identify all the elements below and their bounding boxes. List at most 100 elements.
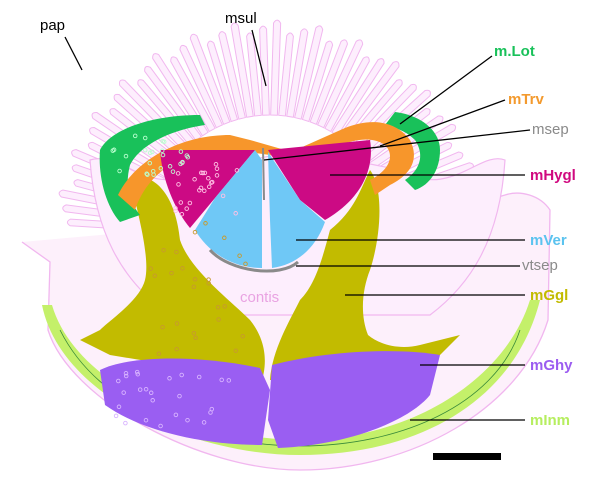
papilla: [179, 44, 224, 129]
fiber-dot: [184, 153, 190, 158]
fiber-dot: [233, 348, 239, 353]
fiber-dot: [198, 170, 204, 176]
label-mhygl: mHygl: [530, 167, 576, 184]
papilla: [286, 28, 309, 118]
leader-mlot: [399, 55, 493, 125]
fiber-dot: [200, 170, 206, 176]
fiber-dot: [160, 152, 166, 158]
fiber-dot: [116, 404, 122, 410]
fiber-dot: [226, 378, 232, 383]
fiber-dot: [158, 165, 164, 171]
fiber-dot: [202, 188, 207, 194]
label-msul: msul: [225, 10, 257, 27]
papilla: [309, 39, 348, 125]
fiber-dot: [174, 249, 179, 255]
fiber-dot: [222, 235, 227, 241]
fiber-dot: [219, 377, 224, 383]
fiber-dot: [213, 161, 219, 167]
label-msep: msep: [532, 121, 569, 138]
fiber-dot: [209, 179, 215, 185]
fiber-dot: [192, 229, 198, 235]
fiber-dot: [161, 139, 167, 144]
papilla: [337, 61, 400, 142]
fiber-dot: [191, 330, 197, 336]
fiber-dot: [175, 171, 181, 176]
papilla: [278, 32, 294, 117]
label-contis: contis: [240, 289, 279, 306]
fiber-dot: [179, 211, 185, 217]
fiber-dot: [184, 206, 189, 211]
fiber-dot: [237, 253, 242, 258]
mhygl-right: [268, 140, 371, 220]
fiber-dot: [203, 221, 208, 226]
papilla: [301, 40, 334, 123]
fiber-dot: [135, 371, 141, 377]
papilla: [270, 19, 282, 116]
papilla: [189, 33, 231, 125]
papilla: [331, 58, 385, 137]
label-minm: mInm: [530, 412, 570, 429]
fiber-dot: [144, 171, 149, 176]
fiber-dot: [173, 208, 178, 214]
fiber-dot: [167, 376, 172, 381]
mlot-right: [385, 112, 440, 190]
fiber-dot: [206, 184, 212, 190]
fiber-dot: [151, 172, 156, 177]
fiber-dot: [197, 188, 202, 193]
fiber-dot: [148, 390, 154, 396]
fiber-dot: [176, 182, 181, 187]
papilla: [170, 56, 216, 133]
msep-septum: [262, 147, 265, 201]
fiber-dot: [160, 324, 165, 330]
fiber-dot: [192, 277, 198, 282]
fiber-dot: [216, 317, 221, 322]
papilla: [230, 22, 254, 118]
fiber-dot: [167, 164, 173, 169]
label-vtsep: vtsep: [522, 257, 558, 274]
fiber-dot: [173, 206, 178, 211]
fiber-dot: [174, 321, 180, 326]
label-mlot: m.Lot: [494, 43, 535, 60]
fiber-dot: [147, 150, 153, 156]
leader-mtrv: [379, 99, 506, 147]
fiber-dot: [222, 304, 227, 309]
mggl-left: [80, 177, 265, 380]
fiber-dot: [178, 149, 184, 154]
papilla: [206, 40, 239, 123]
fiber-dot: [113, 413, 119, 419]
fiber-dot: [191, 284, 197, 290]
fiber-dot: [152, 273, 158, 278]
fiber-dot: [201, 420, 207, 425]
fiber-dot: [196, 374, 202, 380]
fiber-dot: [132, 133, 138, 139]
fiber-dot: [145, 172, 150, 177]
leader-msep: [263, 129, 531, 161]
fiber-dot: [121, 390, 126, 395]
fiber-dot: [209, 406, 215, 412]
fiber-dot: [137, 387, 143, 392]
fiber-dot: [193, 335, 198, 341]
fiber-dot: [116, 378, 121, 384]
fiber-dot: [110, 148, 116, 153]
mghy-right: [268, 351, 440, 448]
fiber-dot: [142, 147, 148, 153]
fiber-dot: [148, 266, 153, 271]
fiber-dot: [117, 168, 122, 174]
fiber-dot: [179, 372, 184, 378]
papilla: [218, 31, 246, 120]
fiber-dot: [220, 193, 226, 199]
label-mghy: mGhy: [530, 357, 573, 374]
mggl-right: [270, 170, 460, 380]
fiber-dot: [161, 247, 166, 253]
fiber-dot: [177, 393, 182, 399]
label-mggl: mGgl: [530, 287, 568, 304]
fiber-dot: [150, 398, 155, 403]
fiber-dot: [180, 266, 185, 271]
fiber-dot: [169, 270, 174, 276]
mver-right: [268, 152, 325, 268]
fiber-dot: [123, 420, 128, 426]
fiber-dot: [243, 261, 248, 267]
mver-left: [195, 150, 262, 268]
fiber-dot: [185, 417, 190, 423]
